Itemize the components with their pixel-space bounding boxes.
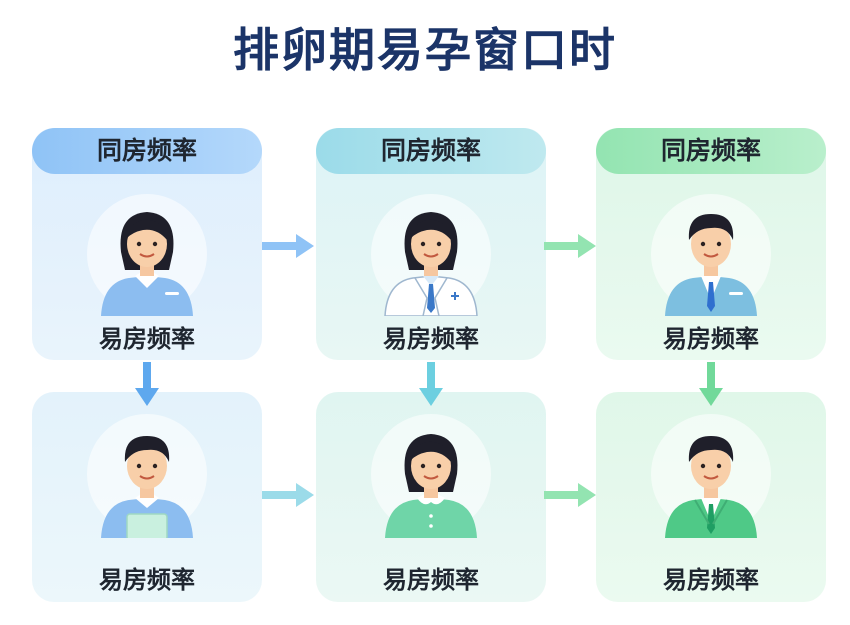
woman-green-uniform-icon [385, 434, 477, 538]
page-title: 排卵期易孕窗口时 [233, 23, 617, 77]
arrow-right-icon [262, 234, 314, 258]
man-green-suit-icon [665, 436, 757, 538]
card-bottom-1: 易房频率 [32, 392, 262, 602]
man-clipboard-icon [101, 436, 193, 538]
man-suit-teal-icon [665, 214, 757, 316]
arrow-down-icon [419, 362, 443, 406]
card-top-2: 同房频率 易房频率 [316, 128, 546, 360]
card-bottom-2: 易房频率 [316, 392, 546, 602]
female-doctor-icon [384, 212, 478, 316]
woman-blue-uniform-icon [101, 212, 193, 316]
arrow-down-icon [135, 362, 159, 406]
card-label: 易房频率 [383, 566, 479, 594]
arrow-right-icon [544, 483, 596, 507]
card-label: 易房频率 [99, 566, 195, 594]
card-top-1: 同房频率 易房频率 [32, 128, 262, 360]
arrow-down-icon [699, 362, 723, 406]
card-header: 同房频率 [32, 128, 262, 174]
arrow-right-icon [544, 234, 596, 258]
arrow-right-icon [262, 483, 314, 507]
card-bottom-3: 易房频率 [596, 392, 826, 602]
card-top-3: 同房频率 易房频率 [596, 128, 826, 360]
card-label: 易房频率 [663, 566, 759, 594]
card-header: 同房频率 [596, 128, 826, 174]
card-header: 同房频率 [316, 128, 546, 174]
card-label: 易房频率 [663, 325, 759, 353]
card-label: 易房频率 [99, 325, 195, 353]
card-label: 易房频率 [383, 325, 479, 353]
